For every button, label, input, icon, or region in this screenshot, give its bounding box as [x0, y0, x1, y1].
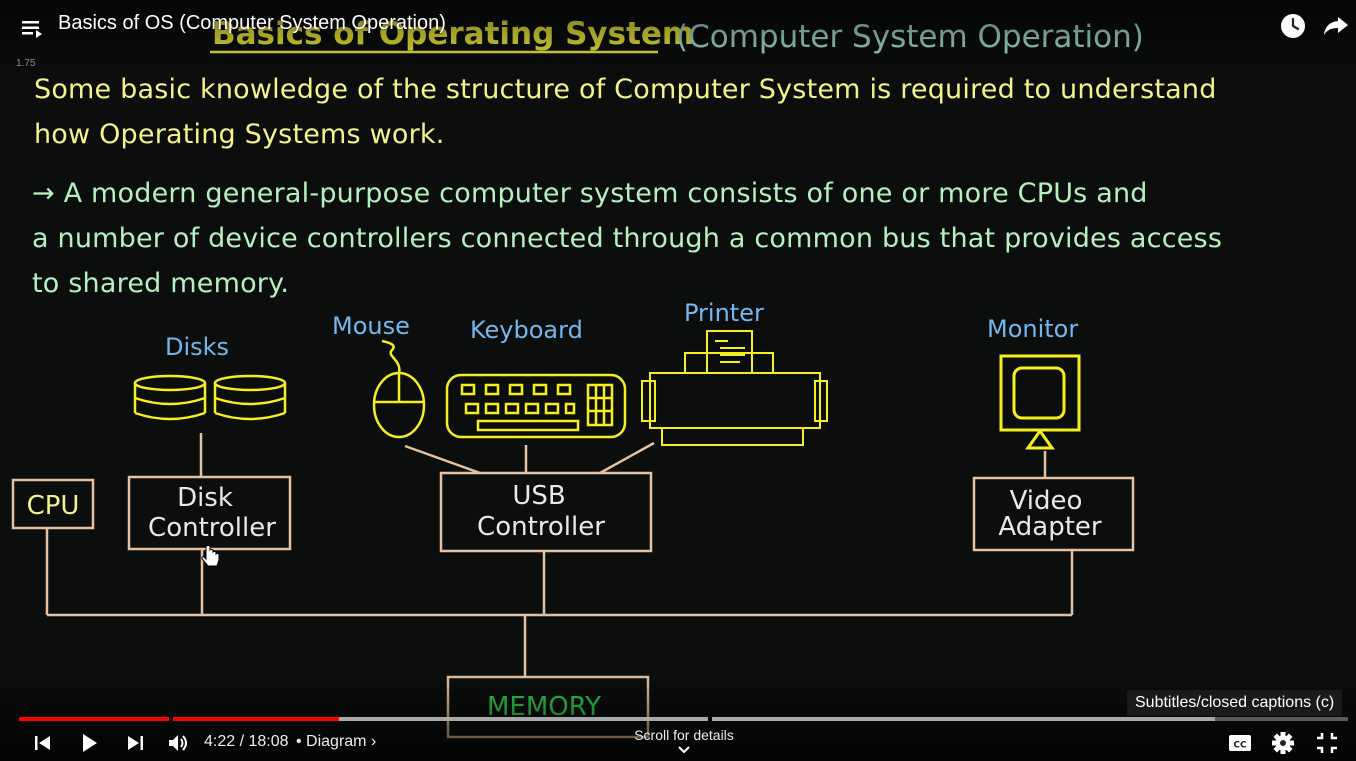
usb-controller-label-line1: USB [512, 481, 565, 511]
next-button[interactable] [120, 728, 150, 758]
point-line-3: to shared memory. [32, 268, 290, 299]
chevron-down-icon [678, 746, 690, 754]
video-adapter-label-line1: Video [1010, 486, 1083, 516]
chapter-button[interactable]: • Diagram › [296, 733, 377, 750]
hand-cursor-icon [201, 545, 220, 567]
volume-button[interactable] [163, 728, 193, 758]
skip-next-icon [128, 736, 143, 750]
subtitles-tooltip: Subtitles/closed captions (c) [1127, 690, 1343, 716]
chapter-gap [169, 717, 173, 721]
chapter-gap [708, 717, 712, 721]
playlist-icon [22, 21, 42, 38]
playlist-button[interactable] [18, 14, 46, 42]
clock-icon [1281, 14, 1305, 38]
label-monitor: Monitor [987, 315, 1078, 343]
point-line-2: a number of device controllers connected… [32, 223, 1223, 254]
printer-drawing [641, 330, 828, 446]
progress-buffered [19, 717, 1215, 721]
monitor-drawing [999, 354, 1081, 450]
scroll-for-details[interactable]: Scroll for details [623, 727, 745, 755]
label-printer: Printer [684, 299, 764, 327]
progress-bar[interactable] [19, 717, 1348, 721]
slide-heading-right: (Computer System Operation) [676, 19, 1144, 55]
label-keyboard: Keyboard [470, 316, 583, 344]
intro-line-2: how Operating Systems work. [34, 119, 445, 150]
label-disks: Disks [165, 333, 229, 361]
keyboard-drawing [445, 373, 627, 439]
previous-button[interactable] [28, 728, 58, 758]
disk-controller-label-line1: Disk [177, 483, 233, 513]
play-button[interactable] [74, 728, 104, 758]
watch-later-button[interactable] [1279, 12, 1307, 40]
cc-icon: CC [1229, 735, 1251, 751]
volume-icon [169, 735, 187, 751]
disks-drawing [133, 374, 287, 421]
gear-icon [1272, 732, 1294, 754]
scroll-for-details-label: Scroll for details [634, 727, 734, 743]
share-icon [1324, 17, 1348, 35]
cpu-box-label: CPU [27, 491, 80, 521]
exit-fullscreen-icon [1317, 733, 1337, 753]
disk-controller-label-line2: Controller [148, 513, 276, 543]
bus-lines [45, 433, 1074, 677]
usb-controller-label-line2: Controller [477, 512, 605, 542]
video-adapter-label-line2: Adapter [998, 512, 1101, 542]
exit-fullscreen-button[interactable] [1312, 728, 1342, 758]
subtitles-button[interactable]: CC [1225, 728, 1255, 758]
skip-previous-icon [35, 736, 50, 750]
svg-text:CC: CC [1233, 741, 1247, 751]
settings-button[interactable] [1268, 728, 1298, 758]
play-icon [83, 734, 97, 752]
time-separator: / [235, 733, 249, 750]
playback-speed-badge: 1.75 [16, 58, 36, 69]
label-mouse: Mouse [332, 312, 410, 340]
video-title[interactable]: Basics of OS (Computer System Operation) [58, 12, 446, 34]
point-line-1: → A modern general-purpose computer syst… [32, 178, 1148, 209]
mouse-drawing [372, 339, 426, 439]
current-time: 4:22 [204, 733, 236, 750]
duration: 18:08 [248, 733, 289, 750]
intro-line-1: Some basic knowledge of the structure of… [34, 74, 1217, 105]
time-display: 4:22 / 18:08 [204, 733, 289, 751]
share-button[interactable] [1322, 12, 1350, 40]
progress-played [19, 717, 339, 721]
